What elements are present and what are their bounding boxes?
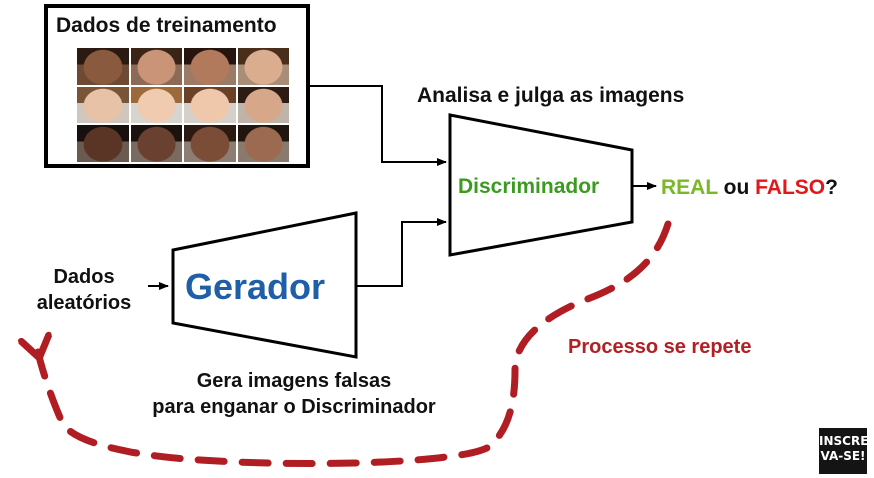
training-face-grid [77, 48, 289, 162]
face-thumbnail [77, 86, 129, 124]
generator-shape [171, 211, 358, 359]
random-data-line1: Dados [53, 266, 115, 288]
fake-label: FALSO [755, 176, 826, 199]
question-mark: ? [825, 176, 838, 199]
face-thumbnail [184, 86, 236, 124]
subscribe-line2: VA-SE! [820, 449, 866, 463]
face-thumbnail [237, 125, 289, 162]
repeat-process-label: Processo se repete [568, 336, 752, 358]
face-thumbnail [184, 48, 236, 85]
face-thumbnail [130, 86, 182, 124]
connector-label: ou [723, 176, 750, 199]
training-to-discriminator-arrow [310, 85, 447, 166]
discriminator-label: Discriminador [458, 175, 600, 198]
subscribe-line1: INSCRE [819, 434, 869, 448]
training-data-title: Dados de treinamento [56, 14, 277, 37]
subscribe-badge[interactable]: INSCRE VA-SE! [819, 428, 869, 474]
random-data-label: Dados aleatórios [22, 264, 146, 316]
face-thumbnail [77, 48, 129, 85]
face-thumbnail [184, 125, 236, 162]
random-data-line2: aleatórios [36, 292, 132, 314]
real-label: REAL [661, 176, 718, 199]
discriminator-caption: Analisa e julga as imagens [417, 84, 685, 107]
repeat-loop-arrow [38, 220, 672, 468]
training-data-box: Dados de treinamento [44, 4, 310, 168]
generator-caption: Gera imagens falsas para enganar o Discr… [122, 368, 466, 420]
generator-label: Gerador [185, 266, 326, 307]
face-thumbnail [77, 125, 129, 162]
generator-to-discriminator-arrow [356, 218, 447, 287]
face-thumbnail [237, 48, 289, 85]
generator-caption-line1: Gera imagens falsas [196, 370, 392, 392]
face-thumbnail [130, 48, 182, 85]
face-thumbnail [237, 86, 289, 124]
face-thumbnail [130, 125, 182, 162]
generator-caption-line2: para enganar o Discriminador [152, 396, 436, 418]
discriminator-shape [448, 113, 634, 257]
output-verdict: REAL ou FALSO? [661, 176, 838, 200]
